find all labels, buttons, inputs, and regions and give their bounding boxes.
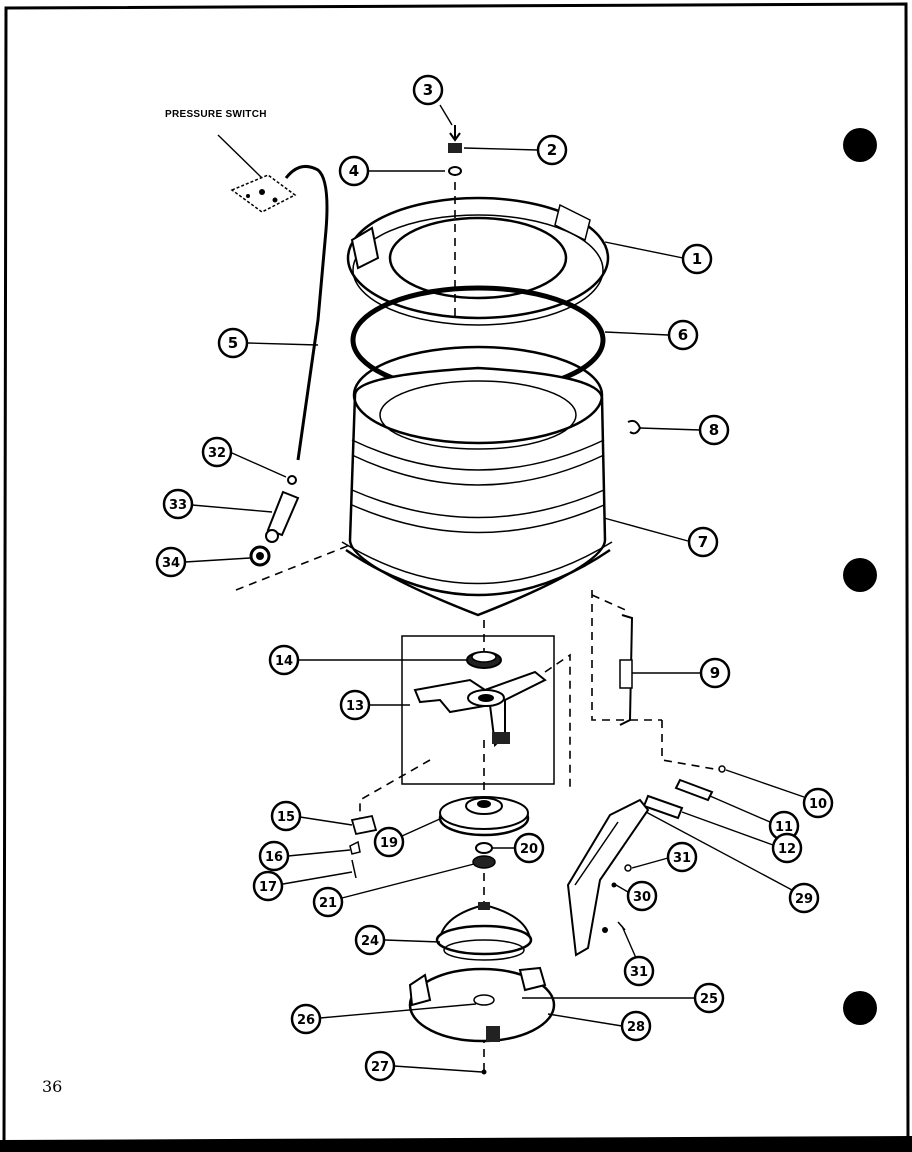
svg-text:13: 13 xyxy=(346,699,364,714)
svg-text:19: 19 xyxy=(380,836,398,851)
callout-34: 34 xyxy=(155,546,187,578)
hub-assembly-box xyxy=(401,635,555,785)
svg-text:32: 32 xyxy=(208,446,226,461)
svg-text:15: 15 xyxy=(277,810,295,825)
callout-14: 14 xyxy=(268,644,300,676)
callout-26: 26 xyxy=(290,1003,322,1035)
svg-text:31: 31 xyxy=(673,851,691,866)
callout-9: 9 xyxy=(699,657,731,689)
bearing-part xyxy=(466,651,502,669)
svg-text:2: 2 xyxy=(547,141,557,159)
callout-6: 6 xyxy=(667,319,699,351)
svg-text:11: 11 xyxy=(775,820,793,835)
svg-text:30: 30 xyxy=(633,890,651,905)
svg-text:3: 3 xyxy=(423,81,433,99)
pulley-part xyxy=(438,796,530,837)
callout-29: 29 xyxy=(788,882,820,914)
svg-text:8: 8 xyxy=(709,421,719,439)
page-number: 36 xyxy=(42,1077,62,1096)
callout-1: 1 xyxy=(681,243,713,275)
svg-text:5: 5 xyxy=(228,334,238,352)
clip-part xyxy=(627,419,642,435)
callout-4: 4 xyxy=(338,155,370,187)
screw-part xyxy=(448,125,462,176)
callout-28: 28 xyxy=(620,1010,652,1042)
callout-15: 15 xyxy=(270,800,302,832)
callout-19: 19 xyxy=(373,826,405,858)
callout-12: 12 xyxy=(771,832,803,864)
callout-5: 5 xyxy=(217,327,249,359)
bracket-dashed-line xyxy=(591,590,662,721)
callout-31-bottom: 31 xyxy=(623,955,655,987)
callout-27: 27 xyxy=(364,1050,396,1082)
binder-hole-middle xyxy=(843,558,877,592)
callout-17: 17 xyxy=(252,870,284,902)
svg-text:17: 17 xyxy=(259,880,277,895)
nut-washer-parts xyxy=(472,842,496,869)
tub-ring-part xyxy=(346,196,610,326)
callout-16: 16 xyxy=(258,840,290,872)
svg-text:14: 14 xyxy=(275,654,293,669)
svg-text:25: 25 xyxy=(700,992,718,1007)
svg-text:16: 16 xyxy=(265,850,283,865)
svg-text:9: 9 xyxy=(710,664,720,682)
support-leg-part xyxy=(566,798,650,957)
callout-10: 10 xyxy=(802,787,834,819)
bracket-9-label xyxy=(619,659,633,689)
pressure-switch-label: PRESSURE SWITCH xyxy=(165,109,267,120)
svg-text:20: 20 xyxy=(520,842,538,857)
callout-3: 3 xyxy=(412,74,444,106)
spider-hub-part xyxy=(413,670,547,748)
binder-hole-top xyxy=(843,128,877,162)
binder-hole-bottom xyxy=(843,991,877,1025)
callout-31-top: 31 xyxy=(666,841,698,873)
svg-text:12: 12 xyxy=(778,842,796,857)
svg-text:24: 24 xyxy=(361,934,379,949)
bracket-dashed-line-2 xyxy=(591,594,631,613)
svg-text:33: 33 xyxy=(169,498,187,513)
gear-case-part xyxy=(435,902,533,961)
callout-33: 33 xyxy=(162,488,194,520)
bolt-27-part xyxy=(481,1069,487,1075)
hub-dashed-line xyxy=(544,653,571,790)
callout-21: 21 xyxy=(312,886,344,918)
brackets-10-12-parts xyxy=(642,765,726,820)
leader-lines xyxy=(184,104,805,1073)
hose-fitting-parts xyxy=(249,475,300,567)
svg-text:10: 10 xyxy=(809,797,827,812)
svg-text:31: 31 xyxy=(630,965,648,980)
svg-text:28: 28 xyxy=(627,1020,645,1035)
screws-30-31-parts xyxy=(602,864,632,933)
outer-tub-part xyxy=(341,345,613,617)
callout-30: 30 xyxy=(626,880,658,912)
callout-markers: 3 2 4 1 5 6 8 32 33 7 34 14 9 13 10 15 1… xyxy=(155,74,834,1082)
base-plate-part xyxy=(408,966,556,1043)
svg-text:34: 34 xyxy=(162,556,180,571)
callout-32: 32 xyxy=(201,436,233,468)
svg-text:7: 7 xyxy=(698,533,708,551)
svg-text:27: 27 xyxy=(371,1060,389,1075)
callout-13: 13 xyxy=(339,689,371,721)
svg-text:4: 4 xyxy=(349,162,359,180)
small-hardware-parts-15-17 xyxy=(349,814,378,879)
callout-8: 8 xyxy=(698,414,730,446)
callout-20: 20 xyxy=(513,832,545,864)
hub-dashed-line-2 xyxy=(359,759,431,820)
callout-24: 24 xyxy=(354,924,386,956)
pressure-switch-leader xyxy=(217,134,263,179)
callout-25: 25 xyxy=(693,982,725,1014)
pressure-switch-part xyxy=(230,164,329,461)
hose-dashed-line xyxy=(235,544,351,591)
svg-text:29: 29 xyxy=(795,892,813,907)
bracket-dashed-line-3 xyxy=(661,720,721,771)
svg-text:21: 21 xyxy=(319,896,337,911)
svg-text:1: 1 xyxy=(692,250,702,268)
bottom-scan-edge xyxy=(0,1136,912,1152)
svg-text:6: 6 xyxy=(678,326,688,344)
callout-7: 7 xyxy=(687,526,719,558)
svg-text:26: 26 xyxy=(297,1013,315,1028)
callout-2: 2 xyxy=(536,134,568,166)
